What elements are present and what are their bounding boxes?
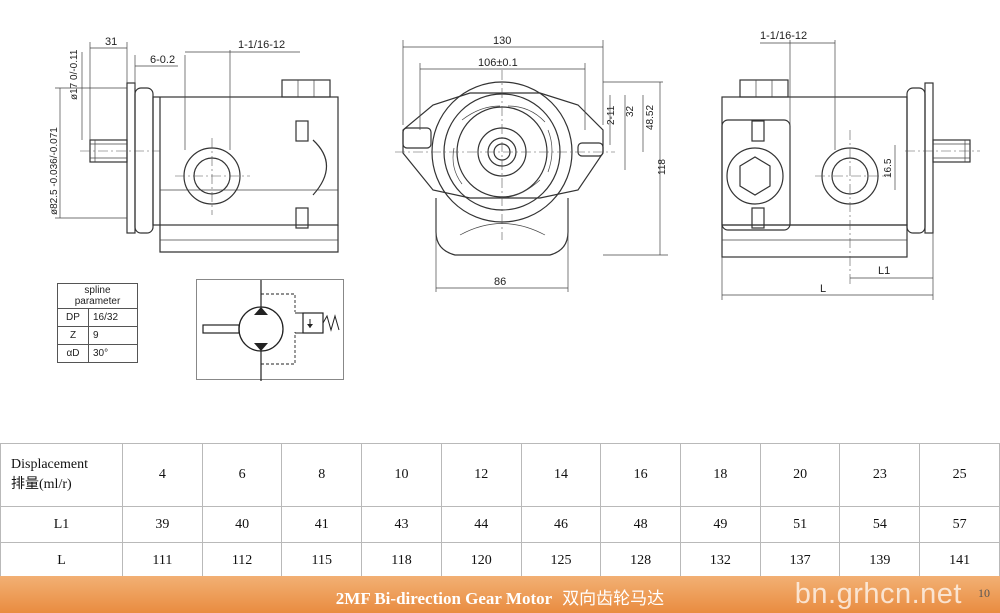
dim-16-5: 16.5: [883, 158, 894, 178]
row-header-l: L: [0, 542, 123, 579]
left-view: ø82.5 -0.036/-0.071 ø17 0/-0.11 31 6-0.2…: [49, 36, 339, 253]
displacement-cell: 4: [122, 443, 203, 507]
l1-cell: 41: [281, 506, 363, 543]
displacement-cell: 16: [600, 443, 682, 507]
dim-130: 130: [493, 35, 511, 47]
l-cell: 128: [600, 542, 682, 579]
l-cell: 115: [281, 542, 363, 579]
l-cell: 137: [759, 542, 841, 579]
l-cell: 111: [122, 542, 203, 579]
dim-106: 106±0.1: [478, 57, 518, 69]
l1-cell: 51: [759, 506, 841, 543]
displacement-cell: 12: [440, 443, 522, 507]
displacement-cell: 10: [361, 443, 442, 507]
dim-flange-diameter: ø82.5 -0.036/-0.071: [49, 127, 60, 215]
displacement-cell: 8: [281, 443, 363, 507]
l1-cell: 44: [440, 506, 522, 543]
dim-thread-right: 1-1/16-12: [760, 30, 807, 42]
spline-key-z: Z: [57, 326, 89, 345]
spline-value-dp: 16/32: [88, 308, 138, 327]
displacement-cell: 20: [759, 443, 841, 507]
displacement-label-cn: 排量(ml/r): [11, 477, 72, 492]
watermark: bn.grhcn.net: [794, 578, 962, 610]
l1-cell: 54: [839, 506, 921, 543]
l-cell: 125: [520, 542, 602, 579]
spline-key-dp: DP: [57, 308, 89, 327]
l1-cell: 57: [919, 506, 1000, 543]
dim-2-11: 2-11: [606, 105, 617, 125]
page-number: 10: [978, 586, 990, 600]
technical-drawing: ø82.5 -0.036/-0.071 ø17 0/-0.11 31 6-0.2…: [49, 30, 980, 300]
dim-48-52: 48.52: [645, 105, 656, 130]
footer-title: 2MF Bi-direction Gear Motor 双向齿轮马达: [0, 584, 1000, 609]
displacement-cell: 23: [839, 443, 921, 507]
l-cell: 118: [361, 542, 442, 579]
dim-6: 6-0.2: [150, 54, 175, 66]
displacement-cell: 14: [520, 443, 602, 507]
l1-cell: 39: [122, 506, 203, 543]
l1-cell: 48: [600, 506, 682, 543]
dim-32: 32: [625, 105, 636, 117]
dim-86: 86: [494, 276, 506, 288]
spline-value-z: 9: [88, 326, 138, 345]
l1-cell: 46: [520, 506, 602, 543]
hydraulic-motor-symbol: [196, 279, 344, 381]
displacement-cell: 18: [680, 443, 761, 507]
spline-parameter-table: spline parameter DP 16/32 Z 9 αD 30°: [57, 283, 138, 363]
displacement-cell: 6: [201, 443, 283, 507]
displacement-label: Displacement: [11, 457, 88, 472]
footer-title-cn: 双向齿轮马达: [562, 589, 665, 609]
dim-L1: L1: [878, 265, 890, 277]
right-view: 1-1/16-12 16.5 L1 L: [721, 30, 980, 300]
row-header-l1: L1: [0, 506, 123, 543]
dim-thread-left: 1-1/16-12: [238, 39, 285, 51]
l1-cell: 40: [201, 506, 283, 543]
l-cell: 120: [440, 542, 522, 579]
l1-cell: 43: [361, 506, 442, 543]
footer-title-en: 2MF Bi-direction Gear Motor: [335, 589, 553, 608]
dim-31: 31: [105, 36, 117, 48]
l-cell: 112: [201, 542, 283, 579]
dim-L: L: [820, 283, 826, 295]
footer-bar: 2MF Bi-direction Gear Motor 双向齿轮马达 bn.grh…: [0, 576, 1000, 613]
l-cell: 139: [839, 542, 921, 579]
spline-value-angle: 30°: [88, 344, 138, 363]
l-cell: 141: [919, 542, 1000, 579]
dim-118: 118: [657, 159, 668, 175]
dim-shaft-diameter: ø17 0/-0.11: [69, 49, 80, 100]
spline-key-angle: αD: [57, 344, 89, 363]
displacement-cell: 25: [919, 443, 1000, 507]
spline-title: spline parameter: [57, 283, 138, 309]
front-view: 130 106±0.1 118 48.52 32 2-11 86: [395, 35, 668, 292]
l1-cell: 49: [680, 506, 761, 543]
l-cell: 132: [680, 542, 761, 579]
row-header-displacement: Displacement 排量(ml/r): [0, 443, 123, 507]
displacement-table: Displacement 排量(ml/r) 4 6 8 10 12 14 16 …: [0, 443, 1000, 579]
